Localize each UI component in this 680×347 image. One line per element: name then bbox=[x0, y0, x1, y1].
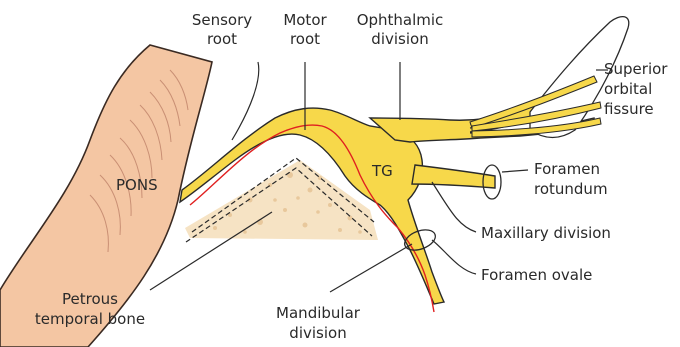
label-pons: PONS bbox=[116, 176, 158, 194]
leader-mandibular bbox=[330, 244, 412, 292]
label-sensory-2: root bbox=[207, 30, 237, 48]
label-rotundum-1: Foramen bbox=[534, 160, 600, 178]
label-foramen-ovale: Foramen ovale bbox=[481, 266, 592, 284]
label-ophthalmic-1: Ophthalmic bbox=[357, 11, 444, 29]
label-petrous-2: temporal bone bbox=[35, 310, 145, 328]
label-tg: TG bbox=[371, 162, 393, 180]
label-petrous-1: Petrous bbox=[62, 290, 118, 308]
label-motor-1: Motor bbox=[283, 11, 327, 29]
label-mandibular-1: Mandibular bbox=[276, 304, 361, 322]
label-mandibular-2: division bbox=[289, 324, 346, 342]
leader-rotundum bbox=[502, 170, 528, 172]
leader-foramen-ovale bbox=[432, 240, 476, 274]
leader-maxillary bbox=[432, 182, 476, 232]
label-maxillary: Maxillary division bbox=[481, 224, 611, 242]
leader-sensory bbox=[232, 62, 259, 140]
label-sensory-1: Sensory bbox=[192, 11, 252, 29]
label-superior-1: Superior bbox=[604, 60, 668, 78]
label-superior-3: fissure bbox=[604, 100, 654, 118]
label-rotundum-2: rotundum bbox=[534, 180, 608, 198]
label-ophthalmic-2: division bbox=[371, 30, 428, 48]
label-motor-2: root bbox=[290, 30, 320, 48]
label-superior-2: orbital bbox=[604, 80, 652, 98]
